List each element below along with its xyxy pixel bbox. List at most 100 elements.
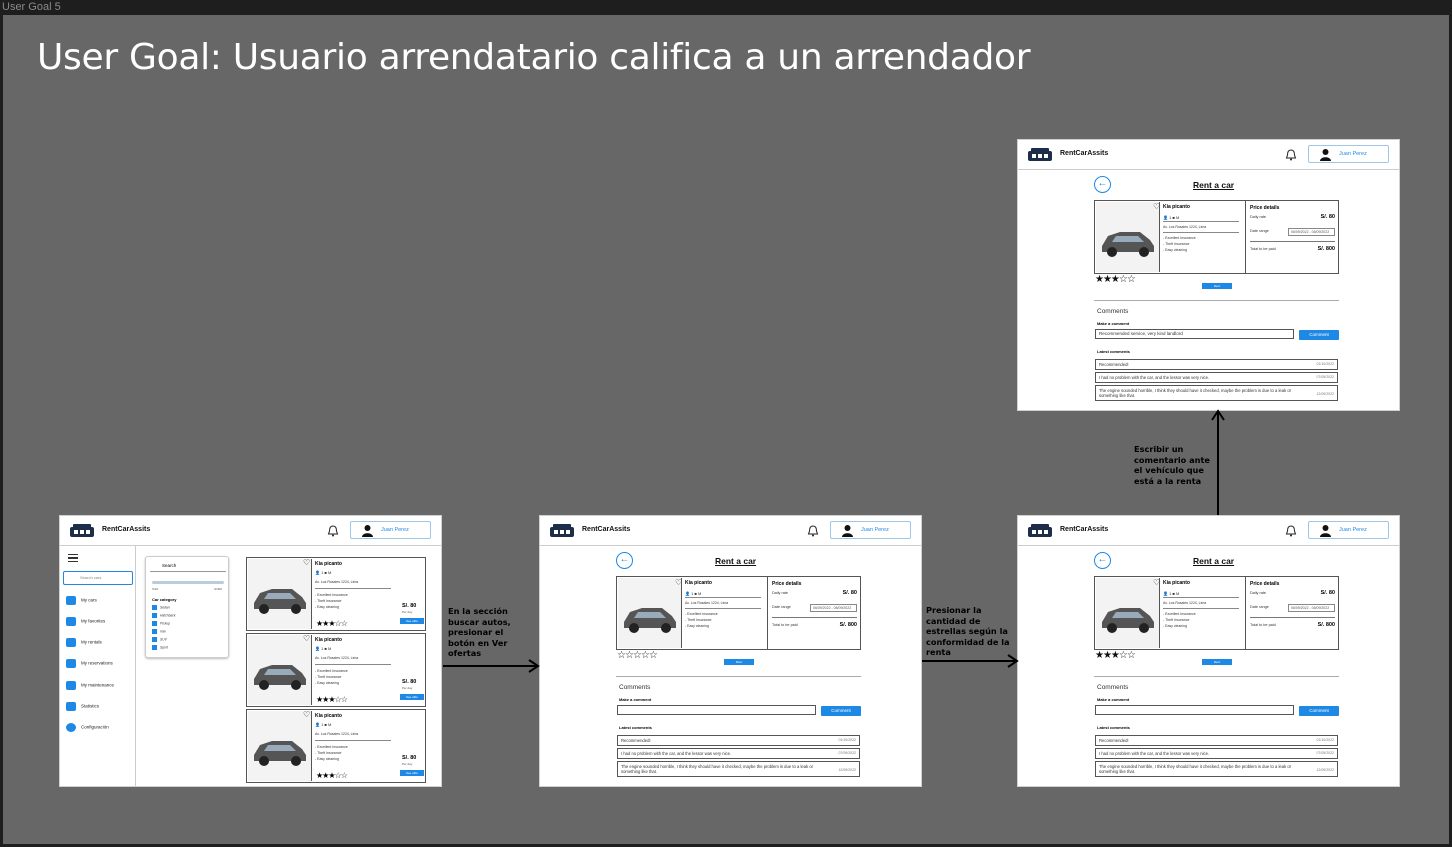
header: RentCarAssits Juan Perez xyxy=(1018,140,1399,170)
see-offer-button[interactable]: See offer xyxy=(400,770,424,776)
comment-button[interactable]: Comment xyxy=(821,706,861,716)
heart-icon[interactable]: ♡ xyxy=(1153,578,1161,587)
sidebar-item-my-rentals[interactable]: My rentals xyxy=(66,638,102,647)
comment-input[interactable]: Recommended service, very kind landlord xyxy=(1095,329,1294,339)
gear-icon xyxy=(66,723,76,732)
divider xyxy=(1094,300,1339,301)
see-offer-button[interactable]: See offer xyxy=(400,618,424,624)
comment-row: The engine sounded horrible, I think the… xyxy=(1095,761,1338,777)
sidebar-item-my-favorites[interactable]: My favorites xyxy=(66,617,105,626)
wrench-icon xyxy=(66,681,76,690)
date-range-input[interactable]: 06/09/2022 - 06/09/2022 xyxy=(1288,604,1335,612)
divider xyxy=(685,597,761,598)
date-range-input[interactable]: 06/09/2022 - 06/09/2022 xyxy=(1288,228,1335,236)
sidebar-item-statistics[interactable]: Statistics xyxy=(66,702,99,711)
bell-icon[interactable] xyxy=(326,524,340,538)
latest-comments-label: Latest comments xyxy=(1097,349,1130,354)
brand-name: RentCarAssits xyxy=(1060,150,1109,157)
comment-text: The engine sounded horrible, I think the… xyxy=(621,764,814,774)
sidebar-item-my-reservations[interactable]: My reservations xyxy=(66,659,113,668)
bell-icon[interactable] xyxy=(1284,148,1298,162)
date-range-label: Date range xyxy=(1250,605,1269,609)
user-menu-button[interactable]: Juan Perez xyxy=(1308,521,1389,539)
rent-button[interactable]: Rent xyxy=(1202,283,1232,289)
car-feature: - Easy cleaning xyxy=(685,624,709,628)
rating-stars[interactable]: ★★★☆☆ xyxy=(316,695,348,704)
heart-icon[interactable]: ♡ xyxy=(303,558,311,567)
category-checkbox[interactable]: Sport xyxy=(152,645,168,650)
category-label: Car category xyxy=(152,597,177,602)
rating-stars[interactable]: ★★★☆☆ xyxy=(316,619,348,628)
bell-icon[interactable] xyxy=(806,524,820,538)
user-icon xyxy=(362,525,373,537)
car-list-card: ♡ Kia picanto 👤 1 ■ M Av. Los Rosales 12… xyxy=(246,633,426,707)
back-arrow-icon[interactable]: ← xyxy=(1094,552,1111,569)
comment-row: I had no problem with the car, and the l… xyxy=(1095,748,1338,759)
car-feature: - Theft Insurance xyxy=(315,751,342,755)
category-checkbox[interactable]: Pickup xyxy=(152,621,170,626)
heart-icon[interactable]: ♡ xyxy=(1153,202,1161,211)
car-list-card: ♡ Kia picanto 👤 1 ■ M Av. Los Rosales 12… xyxy=(246,557,426,631)
header: RentCarAssits Juan Perez xyxy=(60,516,441,546)
step2-note: Presionar la cantidad de estrellas según… xyxy=(926,605,1010,657)
back-arrow-icon[interactable]: ← xyxy=(1094,176,1111,193)
car-detail-card: ♡ Kia picanto 👤 1 ■ M Av. Los Rosales 12… xyxy=(1094,576,1339,650)
heart-icon[interactable]: ♡ xyxy=(303,634,311,643)
car-icon xyxy=(66,596,76,605)
filter-search-input[interactable]: Search xyxy=(150,560,226,572)
comment-input[interactable] xyxy=(617,705,816,715)
category-label: Van xyxy=(160,629,166,634)
sidebar-item-label: My rentals xyxy=(81,639,102,645)
rating-stars[interactable]: ★★★☆☆ xyxy=(1095,650,1136,661)
rent-button[interactable]: Rent xyxy=(724,659,754,665)
rating-stars[interactable]: ★★★☆☆ xyxy=(1095,274,1136,285)
car-feature: - Excellent Insurance xyxy=(315,745,348,749)
divider xyxy=(616,676,861,677)
divider xyxy=(772,617,857,618)
sidebar-item-my-cars[interactable]: My cars xyxy=(66,596,97,605)
category-checkbox[interactable]: Van xyxy=(152,629,166,634)
sidebar-item-label: Statistics xyxy=(81,703,100,709)
category-checkbox[interactable]: Hatchback xyxy=(152,613,176,618)
rent-button[interactable]: Rent xyxy=(1202,659,1232,665)
sidebar-item-label: My maintenance xyxy=(81,682,115,688)
user-menu-button[interactable]: Juan Perez xyxy=(350,521,431,539)
car-feature: - Excellent Insurance xyxy=(315,669,348,673)
heart-icon[interactable]: ♡ xyxy=(675,578,683,587)
car-feature: - Excellent Insurance xyxy=(685,612,718,616)
price-details-title: Price details xyxy=(1250,205,1280,211)
heart-icon[interactable]: ♡ xyxy=(303,710,311,719)
user-menu-button[interactable]: Juan Perez xyxy=(830,521,911,539)
comment-text: I had no problem with the car, and the l… xyxy=(621,751,732,756)
price-details-title: Price details xyxy=(772,581,802,587)
make-comment-label: Make a comment xyxy=(1097,697,1130,702)
rentals-icon xyxy=(66,638,76,647)
back-arrow-icon[interactable]: ← xyxy=(616,552,633,569)
comment-button[interactable]: Comment xyxy=(1299,330,1339,340)
sidebar-item-label: My reservations xyxy=(81,660,113,666)
category-checkbox[interactable]: Sedan xyxy=(152,605,170,610)
date-range-input[interactable]: 06/09/2022 - 06/09/2022 xyxy=(810,604,857,612)
hamburger-icon[interactable] xyxy=(68,554,78,562)
user-icon xyxy=(842,525,853,537)
user-menu-button[interactable]: Juan Perez xyxy=(1308,145,1389,163)
comment-date: 12/09/2022 xyxy=(1316,392,1334,396)
divider xyxy=(1094,676,1339,677)
rating-stars[interactable]: ★★★☆☆ xyxy=(316,771,348,780)
car-name: Kia picanto xyxy=(685,580,712,586)
sidebar-item-my-maintenance[interactable]: My maintenance xyxy=(66,681,114,690)
divider xyxy=(315,664,391,665)
see-offer-button[interactable]: See offer xyxy=(400,694,424,700)
price-range-slider[interactable] xyxy=(152,581,224,584)
price-period: Per day xyxy=(402,762,413,766)
sidebar-search-input[interactable]: Search cars xyxy=(63,571,133,585)
sidebar-item-configuracion[interactable]: Configuración xyxy=(66,723,109,732)
comment-text: Recommended! xyxy=(1099,362,1129,367)
rating-stars[interactable]: ☆☆☆☆☆ xyxy=(617,650,658,661)
comment-input[interactable] xyxy=(1095,705,1294,715)
comment-button[interactable]: Comment xyxy=(1299,706,1339,716)
category-checkbox[interactable]: SUV xyxy=(152,637,167,642)
price-details: Price details Daily rate S/. 80 Date ran… xyxy=(1245,201,1339,273)
bell-icon[interactable] xyxy=(1284,524,1298,538)
